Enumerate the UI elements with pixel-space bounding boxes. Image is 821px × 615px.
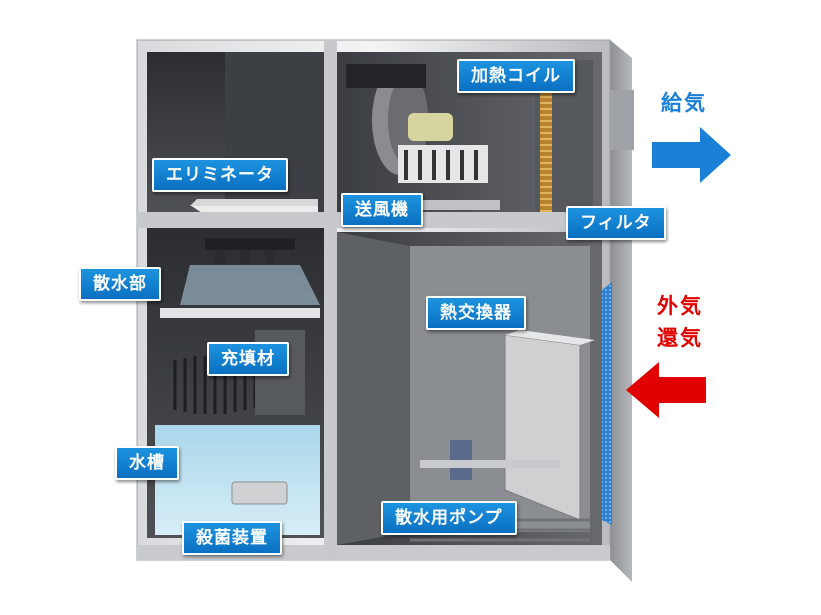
intake-mesh-panel xyxy=(602,282,612,525)
filter-label: フィルタ xyxy=(566,206,666,240)
sterilizer-box xyxy=(231,481,288,505)
spray-label: 散水部 xyxy=(79,267,161,301)
heating-coil-label: 加熱コイル xyxy=(457,59,575,93)
outside-air-text: 外気 xyxy=(657,294,703,318)
sterilizer-label: 殺菌装置 xyxy=(182,521,282,555)
supply-air-text: 給気 xyxy=(661,91,707,115)
heating-coil-fins xyxy=(540,75,552,215)
eliminator-label: エリミネータ xyxy=(152,158,288,192)
humidifier-chamber xyxy=(147,228,324,538)
tank-label: 水槽 xyxy=(115,446,179,480)
heat-exchanger-label: 熱交換器 xyxy=(426,296,526,330)
supply-arrow xyxy=(652,127,731,183)
exchanger-chamber xyxy=(337,232,602,545)
fan-label: 送風機 xyxy=(341,193,423,227)
return-air-text: 還気 xyxy=(657,326,703,350)
intake-arrow xyxy=(626,362,706,418)
pump-label: 散水用ポンプ xyxy=(381,501,517,535)
packing-label: 充填材 xyxy=(207,342,289,376)
